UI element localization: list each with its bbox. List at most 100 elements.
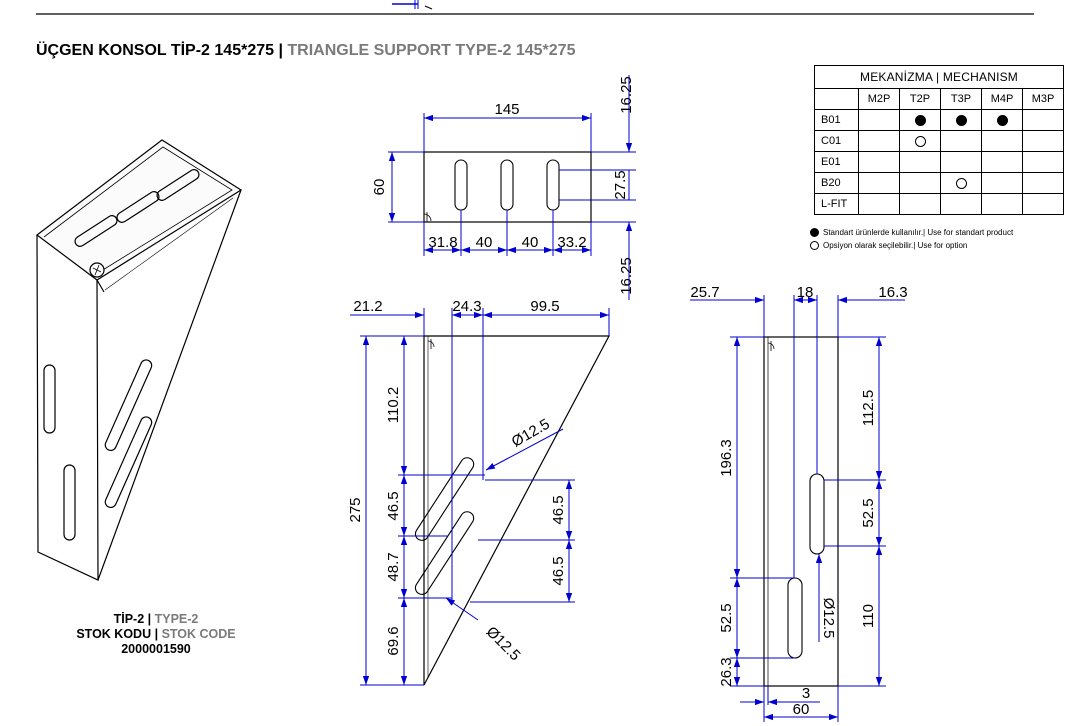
dim-top-margin-top: 16.25 — [618, 76, 635, 114]
table-row: L-FIT — [814, 193, 1064, 215]
title-separator: | — [274, 42, 288, 59]
table-cell — [899, 193, 941, 215]
table-row: B01 — [814, 109, 1064, 131]
table-cell — [940, 130, 982, 152]
table-cell-marked — [899, 109, 941, 131]
legend-optional: Opsiyon olarak seçilebilir.| Use for opt… — [810, 241, 968, 251]
column-header: T2P — [899, 88, 941, 110]
dim-top-pitch-2: 40 — [522, 234, 539, 251]
title-turkish: ÜÇGEN KONSOL TİP-2 145*275 — [36, 42, 275, 59]
dim-side-b: 24.3 — [452, 298, 481, 315]
drawing-title: ÜÇGEN KONSOL TİP-2 145*275 | TRIANGLE SU… — [36, 42, 575, 60]
dim-side-h2: 46.5 — [385, 491, 402, 520]
table-cell — [1022, 193, 1064, 215]
dim-side-right-1: 46.5 — [550, 495, 567, 524]
slot-3 — [546, 159, 560, 211]
stock-code-label-tr: STOK KODU — [76, 627, 152, 641]
dim-side-a: 21.2 — [353, 298, 382, 315]
dim-back-h-right-slot: 52.5 — [860, 498, 877, 527]
dim-side-h4: 69.6 — [385, 626, 402, 655]
top-view: 145 16.25 60 27.5 16.25 31.8 40 40 33.2 — [371, 75, 636, 300]
table-cell — [858, 172, 900, 194]
empty-circle-icon — [810, 241, 819, 251]
column-header: M3P — [1022, 88, 1064, 110]
table-cell — [858, 130, 900, 152]
dim-back-width: 60 — [793, 701, 810, 718]
table-cell — [899, 172, 941, 194]
back-view: 25.7 18 16.3 196.3 52.5 26.3 112.5 52.5 … — [690, 284, 908, 722]
dim-back-h-left-slot: 52.5 — [718, 603, 735, 632]
table-cell-marked — [981, 109, 1023, 131]
side-view: 21.2 24.3 99.5 275 110.2 46.5 48.7 69.6 … — [347, 298, 610, 686]
dim-back-thickness: 3 — [802, 685, 810, 702]
table-row: E01 — [814, 151, 1064, 173]
table-cell-marked — [940, 109, 982, 131]
type-separator: | — [144, 612, 155, 626]
mechanism-table-corner — [814, 88, 859, 110]
row-label: C01 — [814, 130, 859, 152]
stock-code-label-en: STOK CODE — [161, 627, 236, 641]
row-label: E01 — [814, 151, 859, 173]
table-cell — [1022, 130, 1064, 152]
back-view-outline — [763, 336, 839, 687]
type-line: TİP-2 | TYPE-2 — [36, 612, 276, 627]
table-cell — [858, 193, 900, 215]
dim-side-hole-top: Ø12.5 — [509, 416, 553, 451]
dim-top-offset-2: 33.2 — [557, 234, 586, 251]
standard-mark-icon — [955, 114, 967, 126]
table-cell — [899, 151, 941, 173]
side-slot-lower — [414, 511, 475, 595]
dim-side-total: 275 — [347, 497, 364, 522]
filled-circle-icon — [810, 228, 819, 238]
dim-side-hole-bottom: Ø12.5 — [483, 623, 524, 664]
mechanism-table-header: MEKANİZMA | MECHANISM — [814, 65, 1064, 89]
table-cell — [858, 109, 900, 131]
dim-back-h-right-top: 112.5 — [860, 390, 877, 426]
legend-optional-text: Opsiyon olarak seçilebilir.| Use for opt… — [823, 241, 968, 250]
back-view-dimension-lines — [690, 295, 905, 722]
table-cell — [858, 151, 900, 173]
type-en: TYPE-2 — [154, 612, 199, 626]
side-view-dimension-lines — [350, 308, 610, 686]
stock-code: 2000001590 — [121, 642, 191, 656]
column-header: M4P — [981, 88, 1023, 110]
dim-top-pitch-1: 40 — [476, 234, 493, 251]
dim-back-a: 25.7 — [690, 284, 719, 301]
back-slot-right — [809, 473, 825, 555]
dim-top-slot-length: 27.5 — [612, 170, 629, 199]
dim-top-width: 145 — [494, 101, 519, 118]
table-row: B20 — [814, 172, 1064, 194]
dim-top-height: 60 — [371, 179, 388, 196]
stock-info: TİP-2 | TYPE-2 STOK KODU | STOK CODE 200… — [36, 612, 276, 657]
row-label: L-FIT — [814, 193, 859, 215]
dim-side-h3: 48.7 — [385, 552, 402, 581]
legend-standard-text: Standart ürünlerde kullanılır.| Use for … — [823, 228, 1014, 237]
option-mark-icon — [914, 135, 926, 147]
back-slot-left — [787, 577, 803, 659]
stock-code-separator: | — [151, 627, 162, 641]
column-header: M2P — [858, 88, 900, 110]
legend-standard: Standart ürünlerde kullanılır.| Use for … — [810, 228, 1014, 238]
dim-back-b: 18 — [797, 284, 814, 301]
top-view-labels: 145 16.25 60 27.5 16.25 31.8 40 40 33.2 — [371, 76, 635, 295]
dim-back-h-left-bottom: 26.3 — [718, 657, 735, 686]
dim-back-h-left: 196.3 — [718, 439, 735, 477]
table-cell-marked — [940, 172, 982, 194]
dim-back-h-right-bottom: 110 — [860, 604, 877, 628]
dim-side-c: 99.5 — [530, 298, 559, 315]
dim-back-hole: Ø12.5 — [820, 598, 837, 639]
stock-code-label-line: STOK KODU | STOK CODE — [36, 627, 276, 642]
table-cell — [981, 151, 1023, 173]
table-cell — [981, 193, 1023, 215]
mechanism-table: MEKANİZMA | MECHANISM M2P T2P T3P M4P M3… — [814, 65, 1064, 215]
title-english: TRIANGLE SUPPORT TYPE-2 145*275 — [287, 42, 576, 59]
dim-top-offset-1: 31.8 — [428, 234, 457, 251]
table-cell — [981, 130, 1023, 152]
header-residual-mark — [392, 0, 433, 10]
type-tr: TİP-2 — [113, 612, 145, 626]
standard-mark-icon — [996, 114, 1008, 126]
row-label: B01 — [814, 109, 859, 131]
table-cell — [1022, 172, 1064, 194]
